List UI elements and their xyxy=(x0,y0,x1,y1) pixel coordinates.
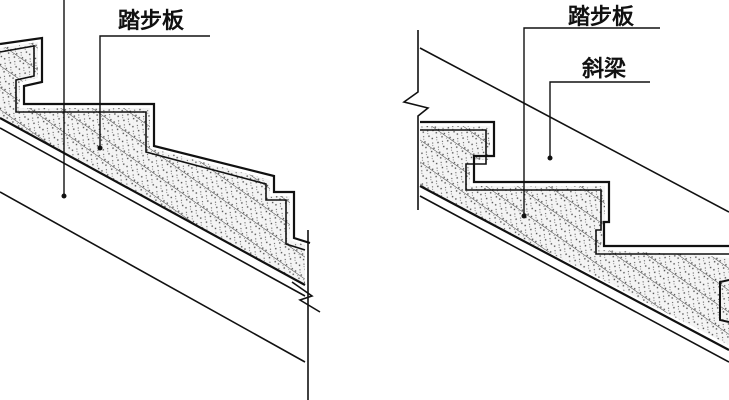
right-finish-outline-inner xyxy=(420,129,729,255)
right-end-cap xyxy=(719,279,729,323)
right-tread-slab xyxy=(420,126,729,345)
left-soffit-line-2 xyxy=(0,127,306,297)
left-stair-section: 踏步板 xyxy=(0,0,321,400)
left-soffit-line xyxy=(0,117,306,286)
right-beam-leader-dot xyxy=(547,155,553,161)
left-label-tread: 踏步板 xyxy=(118,8,185,34)
left-tread-leader xyxy=(99,35,210,148)
right-wall-break-line xyxy=(402,30,430,210)
left-tread-leader-dot xyxy=(97,145,103,151)
left-finish-outline-outer xyxy=(0,36,311,245)
left-finish-outline-inner xyxy=(0,45,306,251)
right-finish-outline-outer xyxy=(420,120,729,248)
right-label-tread: 踏步板 xyxy=(568,4,635,30)
left-break-mark xyxy=(291,281,321,313)
right-beam-top-line xyxy=(419,47,729,213)
right-label-beam: 斜梁 xyxy=(581,56,626,82)
right-beam-leader xyxy=(549,81,650,158)
right-stair-section: 踏步板 斜梁 xyxy=(402,4,729,363)
left-tread-slab xyxy=(0,42,305,285)
right-soffit-line-2 xyxy=(419,195,729,363)
right-tread-leader-dot xyxy=(521,213,527,219)
left-beam-bottom-line xyxy=(0,191,306,363)
right-soffit-line xyxy=(419,185,729,351)
left-leader-dot xyxy=(61,193,67,199)
right-tread-leader xyxy=(523,27,660,216)
